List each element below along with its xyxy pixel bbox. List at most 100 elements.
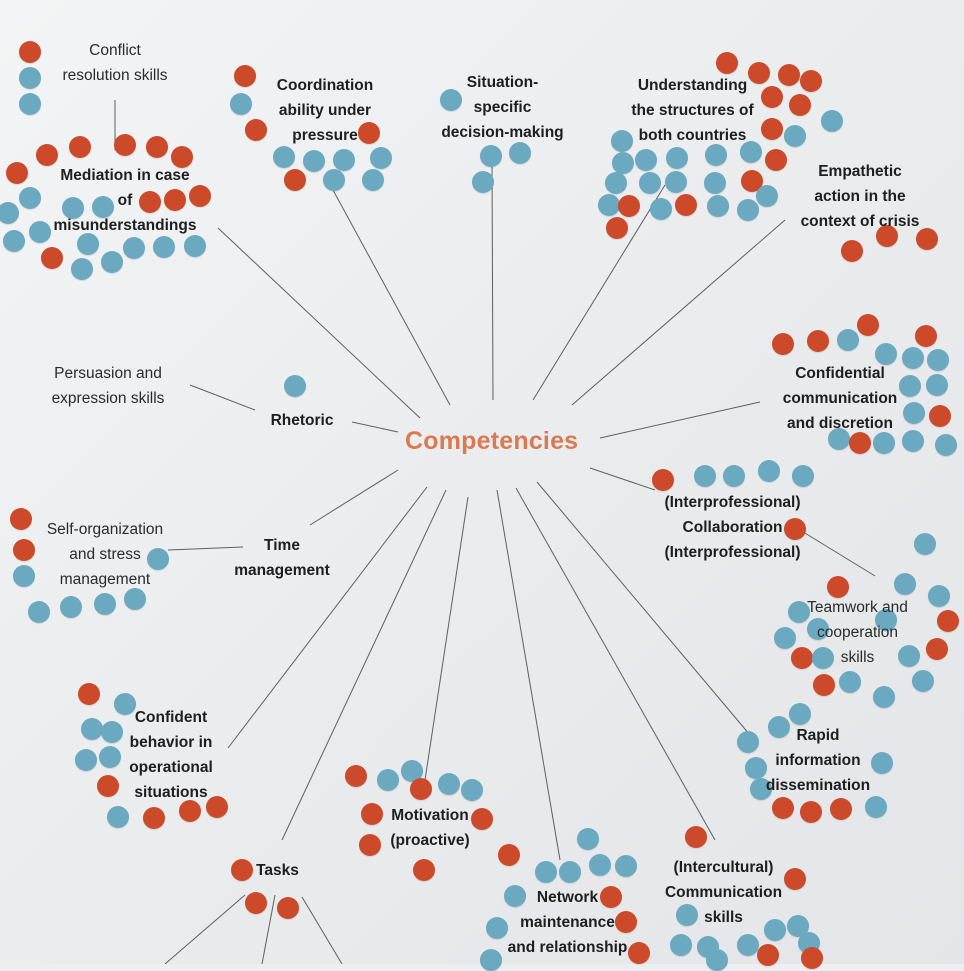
- blue-sticker-dot: [705, 144, 727, 166]
- red-sticker-dot: [800, 70, 822, 92]
- blue-sticker-dot: [19, 187, 41, 209]
- blue-sticker-dot: [75, 749, 97, 771]
- red-sticker-dot: [41, 247, 63, 269]
- red-sticker-dot: [772, 333, 794, 355]
- blue-sticker-dot: [750, 778, 772, 800]
- red-sticker-dot: [926, 638, 948, 660]
- blue-sticker-dot: [92, 196, 114, 218]
- red-sticker-dot: [937, 610, 959, 632]
- blue-sticker-dot: [77, 233, 99, 255]
- blue-sticker-dot: [577, 828, 599, 850]
- blue-sticker-dot: [670, 934, 692, 956]
- red-sticker-dot: [164, 189, 186, 211]
- blue-sticker-dot: [635, 149, 657, 171]
- blue-sticker-dot: [101, 251, 123, 273]
- blue-sticker-dot: [3, 230, 25, 252]
- blue-sticker-dot: [107, 806, 129, 828]
- blue-sticker-dot: [230, 93, 252, 115]
- label-understanding-structures: Understanding the structures of both cou…: [631, 77, 754, 144]
- red-sticker-dot: [284, 169, 306, 191]
- blue-sticker-dot: [837, 329, 859, 351]
- blue-sticker-dot: [935, 434, 957, 456]
- blue-sticker-dot: [612, 152, 634, 174]
- red-sticker-dot: [765, 149, 787, 171]
- red-sticker-dot: [114, 134, 136, 156]
- red-sticker-dot: [97, 775, 119, 797]
- blue-sticker-dot: [807, 618, 829, 640]
- blue-sticker-dot: [756, 185, 778, 207]
- blue-sticker-dot: [926, 374, 948, 396]
- label-interprofessional-collaboration: (Interprofessional) Collaboration (Inter…: [664, 494, 801, 561]
- blue-sticker-dot: [461, 779, 483, 801]
- blue-sticker-dot: [873, 432, 895, 454]
- blue-sticker-dot: [768, 716, 790, 738]
- blue-sticker-dot: [598, 194, 620, 216]
- label-time-management: Time management: [234, 537, 330, 579]
- blue-sticker-dot: [898, 645, 920, 667]
- blue-sticker-dot: [615, 855, 637, 877]
- label-persuasion: Persuasion and expression skills: [51, 365, 165, 407]
- blue-sticker-dot: [694, 465, 716, 487]
- red-sticker-dot: [784, 518, 806, 540]
- red-sticker-dot: [800, 801, 822, 823]
- blue-sticker-dot: [894, 573, 916, 595]
- red-sticker-dot: [748, 62, 770, 84]
- blue-sticker-dot: [333, 149, 355, 171]
- red-sticker-dot: [345, 765, 367, 787]
- red-sticker-dot: [78, 683, 100, 705]
- blue-sticker-dot: [60, 596, 82, 618]
- red-sticker-dot: [19, 41, 41, 63]
- red-sticker-dot: [10, 508, 32, 530]
- blue-sticker-dot: [13, 565, 35, 587]
- blue-sticker-dot: [28, 601, 50, 623]
- label-empathetic-action: Empathetic action in the context of cris…: [800, 163, 920, 230]
- label-rapid-information: Rapid information dissemination: [765, 727, 871, 794]
- blue-sticker-dot: [535, 861, 557, 883]
- blue-sticker-dot: [903, 402, 925, 424]
- red-sticker-dot: [849, 432, 871, 454]
- red-sticker-dot: [685, 826, 707, 848]
- label-motivation: Motivation (proactive): [390, 807, 470, 849]
- blue-sticker-dot: [99, 746, 121, 768]
- blue-sticker-dot: [480, 145, 502, 167]
- label-rhetoric: Rhetoric: [270, 412, 334, 429]
- red-sticker-dot: [761, 118, 783, 140]
- blue-sticker-dot: [153, 236, 175, 258]
- blue-sticker-dot: [114, 693, 136, 715]
- blue-sticker-dot: [639, 172, 661, 194]
- red-sticker-dot: [791, 647, 813, 669]
- blue-sticker-dot: [865, 796, 887, 818]
- red-sticker-dot: [741, 170, 763, 192]
- red-sticker-dot: [857, 314, 879, 336]
- blue-sticker-dot: [914, 533, 936, 555]
- blue-sticker-dot: [377, 769, 399, 791]
- red-sticker-dot: [929, 405, 951, 427]
- red-sticker-dot: [789, 94, 811, 116]
- blue-sticker-dot: [124, 588, 146, 610]
- blue-sticker-dot: [792, 465, 814, 487]
- label-mediation: Mediation in case of misunderstandings: [53, 167, 197, 234]
- red-sticker-dot: [600, 886, 622, 908]
- red-sticker-dot: [234, 65, 256, 87]
- blue-sticker-dot: [737, 934, 759, 956]
- blue-sticker-dot: [828, 428, 850, 450]
- red-sticker-dot: [606, 217, 628, 239]
- blue-sticker-dot: [774, 627, 796, 649]
- red-sticker-dot: [6, 162, 28, 184]
- blue-sticker-dot: [472, 171, 494, 193]
- blue-sticker-dot: [650, 198, 672, 220]
- blue-sticker-dot: [605, 172, 627, 194]
- red-sticker-dot: [413, 859, 435, 881]
- label-conflict-resolution: Conflict resolution skills: [62, 42, 168, 84]
- red-sticker-dot: [277, 897, 299, 919]
- blue-sticker-dot: [29, 221, 51, 243]
- blue-sticker-dot: [665, 171, 687, 193]
- blue-sticker-dot: [486, 917, 508, 939]
- blue-sticker-dot: [871, 752, 893, 774]
- blue-sticker-dot: [839, 671, 861, 693]
- red-sticker-dot: [801, 947, 823, 969]
- blue-sticker-dot: [789, 703, 811, 725]
- blue-sticker-dot: [62, 197, 84, 219]
- red-sticker-dot: [772, 797, 794, 819]
